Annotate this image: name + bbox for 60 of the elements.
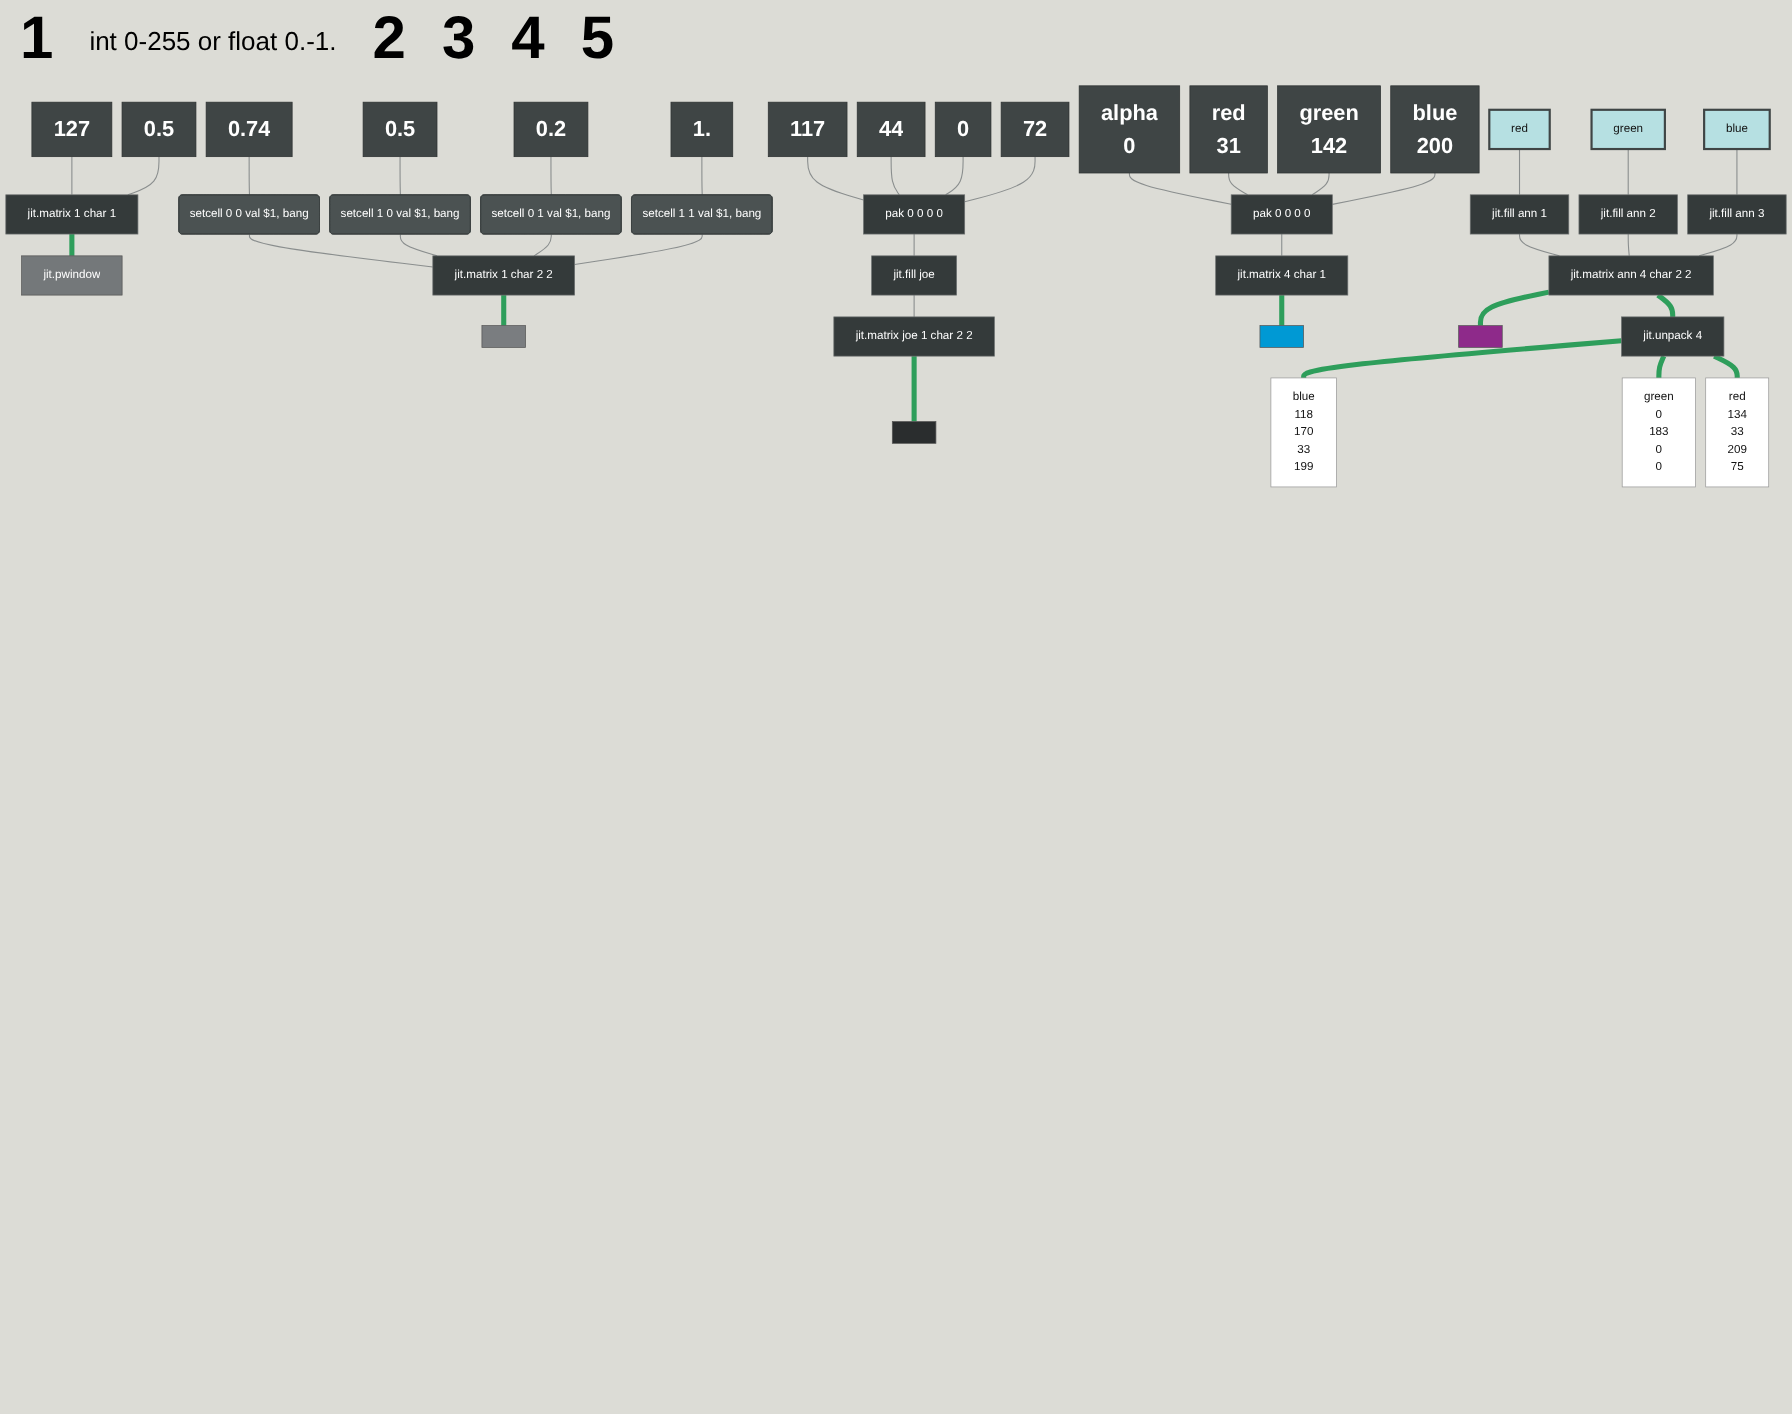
node-box: 0.74 [205,101,293,158]
connector [1311,172,1330,196]
node-box [1259,325,1304,348]
connector [399,233,438,257]
patch-number: 1 [20,6,54,74]
connector [248,156,251,196]
connector [501,294,507,326]
connector [1656,355,1667,379]
connector [1656,293,1676,318]
node-box: 0 [934,101,992,158]
connector [1518,233,1560,257]
node-box: alpha 0 [1078,85,1181,174]
connector [1627,233,1630,257]
connector [1698,233,1738,257]
connector [533,233,552,257]
connector [1279,294,1285,326]
connector [913,294,915,318]
connector [945,156,964,196]
connector [1627,148,1629,196]
connector [1301,338,1622,379]
note-text: int 0-255 or float 0.-1. [89,25,337,55]
node-box: 1. [670,101,734,158]
node-box: 0.5 [121,101,197,158]
node-box: 0.5 [362,101,438,158]
node-box: 44 [856,101,926,158]
node-box: 117 [767,101,848,158]
connector [1736,148,1738,196]
connector [71,156,73,196]
connector [807,156,865,201]
node-box: 127 [31,101,113,158]
connector [964,156,1036,203]
connector [1228,172,1249,196]
connector [248,233,434,268]
connector [1518,148,1521,196]
node-box: red 31 [1189,85,1268,174]
connector [1128,172,1232,205]
connector [1713,353,1740,379]
node-box: 72 [1000,101,1070,158]
connector [550,156,552,196]
node-box: green 142 [1277,85,1381,174]
connector [1281,233,1283,257]
connector [574,233,703,266]
connector [890,156,900,196]
patch-number: 3 [441,6,476,74]
connector [1477,289,1550,326]
node-box [1458,325,1503,348]
connector [1331,172,1436,205]
connector [69,233,75,257]
node-box: blue 200 [1390,85,1480,174]
patch-number: 2 [372,6,406,74]
patch-number: 5 [580,6,615,74]
connector [913,233,915,257]
connector [701,156,703,196]
patch-number: 4 [511,6,545,74]
connector [127,156,160,196]
connector [399,156,401,196]
node-box: 0.2 [513,101,589,158]
node-box [481,325,526,348]
node-box [891,421,937,444]
connector [911,355,917,422]
